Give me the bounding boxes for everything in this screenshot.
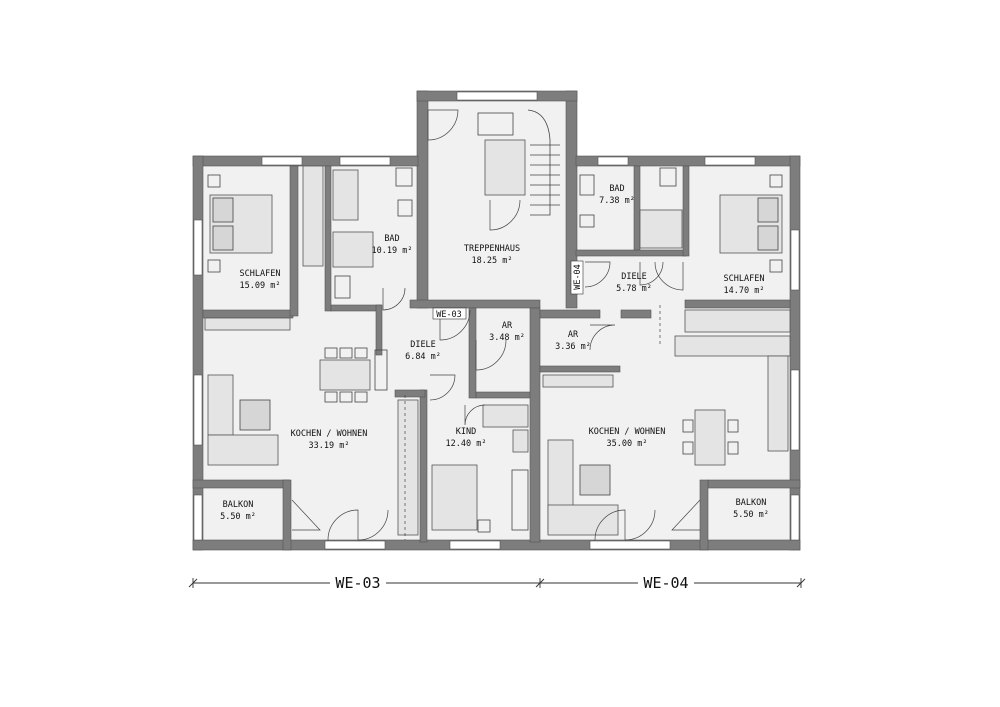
- room-area: 14.70 m²: [724, 286, 765, 296]
- room-area: 15.09 m²: [240, 281, 281, 291]
- unit-label-we04: WE-04: [643, 574, 688, 592]
- room-diele-we04: DIELE 5.78 m²: [616, 272, 652, 294]
- entrance-tags: WE-03 WE-04: [432, 260, 584, 320]
- room-area: 5.78 m²: [616, 284, 652, 294]
- room-diele-we03: DIELE 6.84 m²: [405, 340, 441, 362]
- room-name: KOCHEN / WOHNEN: [291, 429, 368, 439]
- room-kochen-wohnen-we04: KOCHEN / WOHNEN 35.00 m²: [589, 427, 666, 449]
- room-kind-we03: KIND 12.40 m²: [446, 427, 487, 449]
- room-area: 5.50 m²: [733, 510, 769, 520]
- room-bad-we04: BAD 7.38 m²: [599, 184, 635, 206]
- room-area: 18.25 m²: [472, 256, 513, 266]
- room-name: DIELE: [621, 272, 647, 282]
- room-name: TREPPENHAUS: [464, 244, 520, 254]
- room-name: SCHLAFEN: [724, 274, 765, 284]
- room-labels: BAD 10.19 m² SCHLAFEN 15.09 m² TREPPENHA…: [220, 184, 769, 522]
- staircase: [427, 109, 560, 231]
- furniture-we03: [204, 165, 529, 536]
- room-treppenhaus: TREPPENHAUS 18.25 m²: [464, 244, 520, 266]
- room-ar-we03: AR 3.48 m²: [489, 321, 525, 343]
- room-name: KIND: [456, 427, 476, 437]
- room-name: BALKON: [736, 498, 767, 508]
- room-name: SCHLAFEN: [240, 269, 281, 279]
- room-bad-we03: BAD 10.19 m²: [372, 234, 413, 256]
- room-balkon-we04: BALKON 5.50 m²: [733, 498, 769, 520]
- door-swings: [291, 261, 701, 541]
- room-schlafen-we03: SCHLAFEN 15.09 m²: [240, 269, 281, 291]
- furniture-we04: [512, 167, 791, 536]
- entrance-tag-we03: WE-03: [436, 310, 462, 320]
- room-balkon-we03: BALKON 5.50 m²: [220, 500, 256, 522]
- room-area: 12.40 m²: [446, 439, 487, 449]
- room-area: 5.50 m²: [220, 512, 256, 522]
- room-name: AR: [568, 330, 579, 340]
- room-area: 6.84 m²: [405, 352, 441, 362]
- room-name: KOCHEN / WOHNEN: [589, 427, 666, 437]
- windows: [193, 91, 800, 550]
- room-ar-we04: AR 3.36 m²: [555, 330, 591, 352]
- room-name: BAD: [384, 234, 399, 244]
- interior-walls: [202, 165, 791, 543]
- room-name: AR: [502, 321, 513, 331]
- room-name: BAD: [609, 184, 624, 194]
- room-area: 10.19 m²: [372, 246, 413, 256]
- dimension-line: WE-03 WE-04: [188, 572, 806, 592]
- room-area: 33.19 m²: [309, 441, 350, 451]
- room-name: DIELE: [410, 340, 436, 350]
- entrance-tag-we04: WE-04: [573, 264, 583, 290]
- room-name: BALKON: [223, 500, 254, 510]
- room-area: 35.00 m²: [607, 439, 648, 449]
- room-kochen-wohnen-we03: KOCHEN / WOHNEN 33.19 m²: [291, 429, 368, 451]
- room-area: 3.48 m²: [489, 333, 525, 343]
- unit-label-we03: WE-03: [335, 574, 380, 592]
- room-schlafen-we04: SCHLAFEN 14.70 m²: [724, 274, 765, 296]
- room-area: 7.38 m²: [599, 196, 635, 206]
- room-area: 3.36 m²: [555, 342, 591, 352]
